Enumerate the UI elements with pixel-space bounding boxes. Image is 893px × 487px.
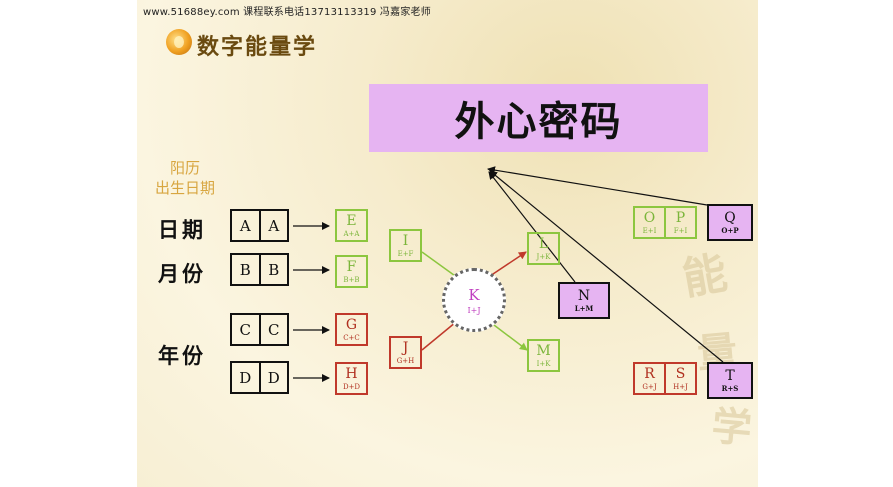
node-H: H D+D	[335, 362, 368, 395]
pair-day-left: A	[239, 216, 251, 235]
node-I-letter: I	[402, 232, 409, 249]
arrow-T-to-title	[489, 170, 724, 363]
node-T: T R+S	[707, 362, 753, 399]
node-R-formula: G+J	[642, 382, 657, 391]
node-T-letter: T	[725, 367, 735, 384]
node-G-letter: G	[345, 316, 358, 333]
pair-year1-right: C	[258, 315, 288, 344]
solar-label-line2: 出生日期	[154, 179, 215, 197]
watermark-text: www.51688ey.com 课程联系电话13713113319 冯嘉家老师	[143, 7, 431, 18]
pair-month: B B	[230, 253, 289, 286]
node-T-formula: R+S	[721, 383, 739, 393]
line-J-to-K	[421, 321, 457, 351]
node-G-formula: C+C	[343, 333, 360, 342]
logo-text: 数字能量学	[197, 34, 318, 60]
gold-coin-icon	[166, 29, 192, 55]
node-Q-letter: Q	[724, 209, 736, 226]
pair-month-right: B	[258, 255, 288, 284]
solar-birthdate-label: 阳历 出生日期	[150, 158, 220, 198]
node-R: R G+J	[635, 364, 664, 393]
pair-day: A A	[230, 209, 289, 242]
slide-background: 能 量 学	[137, 0, 758, 487]
node-J: J G+H	[389, 336, 422, 369]
node-N: N L+M	[558, 282, 610, 319]
node-G: G C+C	[335, 313, 368, 346]
node-E-formula: A+A	[343, 229, 360, 238]
node-E-letter: E	[346, 212, 357, 229]
line-I-to-K	[421, 251, 459, 279]
node-H-formula: D+D	[342, 382, 361, 391]
node-O-formula: E+I	[642, 226, 657, 235]
pair-day-right: A	[258, 211, 288, 240]
node-R-letter: R	[644, 365, 655, 382]
node-K: K I+J	[442, 268, 506, 332]
pair-year1-left: C	[239, 320, 251, 339]
node-S-formula: H+J	[673, 382, 688, 391]
node-O: O E+I	[635, 208, 664, 237]
page-title: 外心密码	[454, 99, 623, 145]
node-F-formula: B+B	[343, 275, 360, 284]
title-banner: 外心密码	[369, 84, 708, 152]
node-E: E A+A	[335, 209, 368, 242]
pair-year1: C C	[230, 313, 289, 346]
node-L-letter: L	[538, 235, 549, 252]
pair-year2-left: D	[239, 368, 252, 387]
node-M-formula: I+K	[536, 359, 551, 368]
pair-year2-right: D	[258, 363, 288, 392]
arrow-K-to-L	[489, 251, 527, 277]
node-F: F B+B	[335, 255, 368, 288]
node-J-letter: J	[402, 339, 409, 356]
node-P: P F+I	[664, 208, 695, 237]
label-day: 日期	[158, 217, 206, 242]
node-L-formula: J+K	[536, 252, 551, 261]
node-S-letter: S	[675, 365, 686, 382]
node-M-letter: M	[536, 342, 551, 359]
node-S: S H+J	[664, 364, 695, 393]
pair-year2: D D	[230, 361, 289, 394]
node-H-letter: H	[345, 365, 358, 382]
node-P-letter: P	[675, 209, 686, 226]
node-M: M I+K	[527, 339, 560, 372]
node-F-letter: F	[346, 258, 357, 275]
label-month: 月份	[158, 261, 206, 286]
arrow-Q-to-title	[487, 166, 708, 206]
node-K-letter: K	[468, 285, 480, 304]
node-I: I E+F	[389, 229, 422, 262]
node-OP-pair: O E+I P F+I	[633, 206, 697, 239]
arrow-K-to-M	[489, 321, 528, 351]
node-RS-pair: R G+J S H+J	[633, 362, 697, 395]
label-year: 年份	[158, 343, 206, 368]
node-K-formula: I+J	[467, 305, 481, 315]
node-L: L J+K	[527, 232, 560, 265]
node-P-formula: F+I	[673, 226, 688, 235]
node-N-letter: N	[577, 287, 591, 304]
node-Q: Q O+P	[707, 204, 753, 241]
node-I-formula: E+F	[397, 249, 414, 258]
solar-label-line1: 阳历	[169, 159, 200, 177]
node-Q-formula: O+P	[721, 225, 739, 235]
arrow-N-to-title	[488, 171, 576, 283]
pair-month-left: B	[239, 260, 251, 279]
node-O-letter: O	[643, 209, 656, 226]
node-J-formula: G+H	[396, 356, 415, 365]
node-N-formula: L+M	[574, 303, 594, 313]
